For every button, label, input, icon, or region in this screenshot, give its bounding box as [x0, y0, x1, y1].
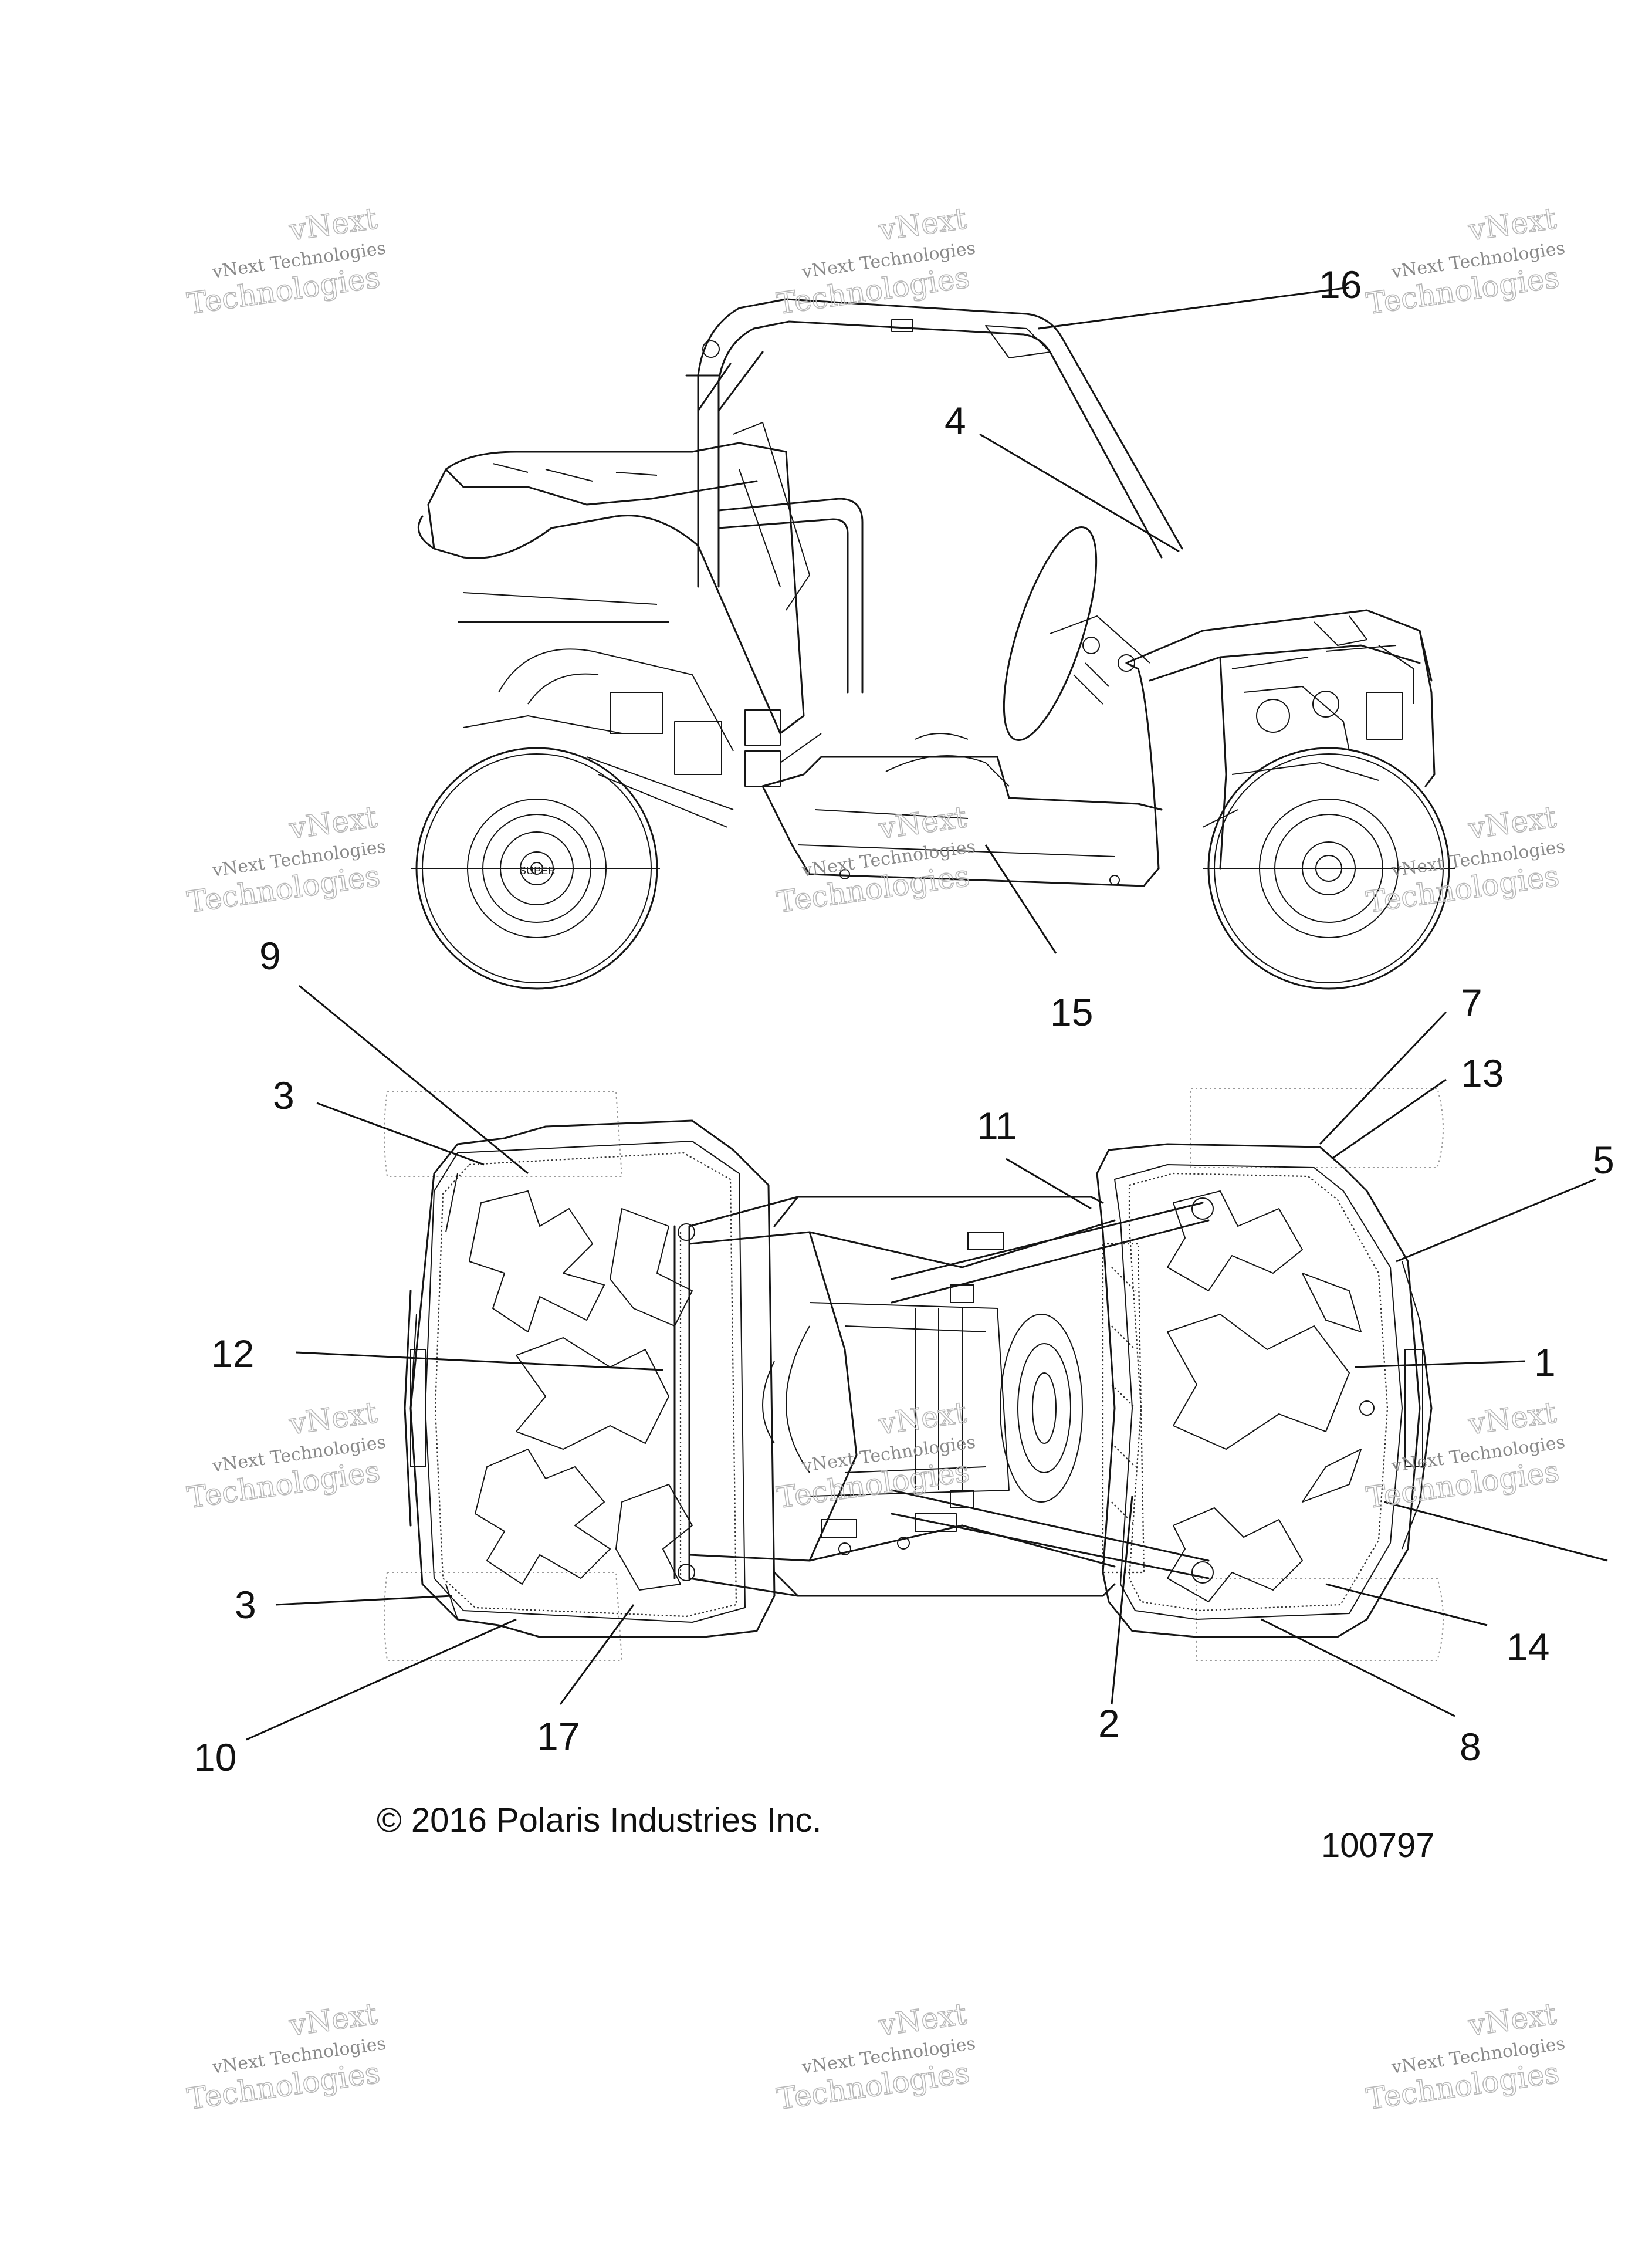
floor-side [761, 733, 1163, 887]
roll-cage [685, 298, 1183, 694]
top-view-tire-outlines [384, 1088, 1444, 1661]
top-view-front-fender [1096, 1143, 1433, 1638]
front-body [1125, 609, 1436, 870]
rear-wheel [411, 747, 660, 990]
callout-15: 15 [1050, 990, 1093, 1034]
callout-11: 11 [977, 1104, 1017, 1148]
callout-16: 17 [537, 1714, 580, 1758]
callout-7: 7 [1461, 981, 1482, 1024]
front-wheel [1203, 747, 1455, 990]
callout-12: 12 [211, 1332, 254, 1375]
callout-leaders [246, 286, 1608, 1741]
callout-3-top: 3 [273, 1074, 294, 1117]
callout-10: 10 [194, 1736, 236, 1779]
top-view-rear-fender [404, 1119, 776, 1638]
radiator-grille [1102, 1243, 1145, 1574]
callout-8: 8 [1460, 1725, 1481, 1768]
callout-4: 4 [945, 399, 966, 442]
steering-wheel [1003, 526, 1150, 741]
callout-numbers: 16 4 15 9 7 13 3 11 5 12 1 3 14 2 2 17 8… [194, 263, 1614, 1779]
rear-body [417, 442, 805, 828]
callout-14: 14 [1507, 1625, 1549, 1669]
callout-1: 1 [1534, 1341, 1556, 1384]
copyright-notice: © 2016 Polaris Industries Inc. [377, 1801, 821, 1839]
hub-lettering: SUPER [519, 865, 556, 877]
side-view-vehicle: SUPER [411, 298, 1455, 990]
callout-2-label: 2 [1098, 1701, 1120, 1745]
callout-3-bottom: 3 [235, 1583, 256, 1626]
part-number: 100797 [1321, 1826, 1435, 1865]
top-view-frame [673, 1196, 1214, 1597]
callout-5: 5 [1593, 1138, 1614, 1182]
callout-17: 16 [1319, 263, 1362, 306]
callout-9: 9 [259, 934, 281, 977]
top-view-vehicle [384, 1088, 1444, 1661]
callout-13: 13 [1461, 1051, 1504, 1095]
